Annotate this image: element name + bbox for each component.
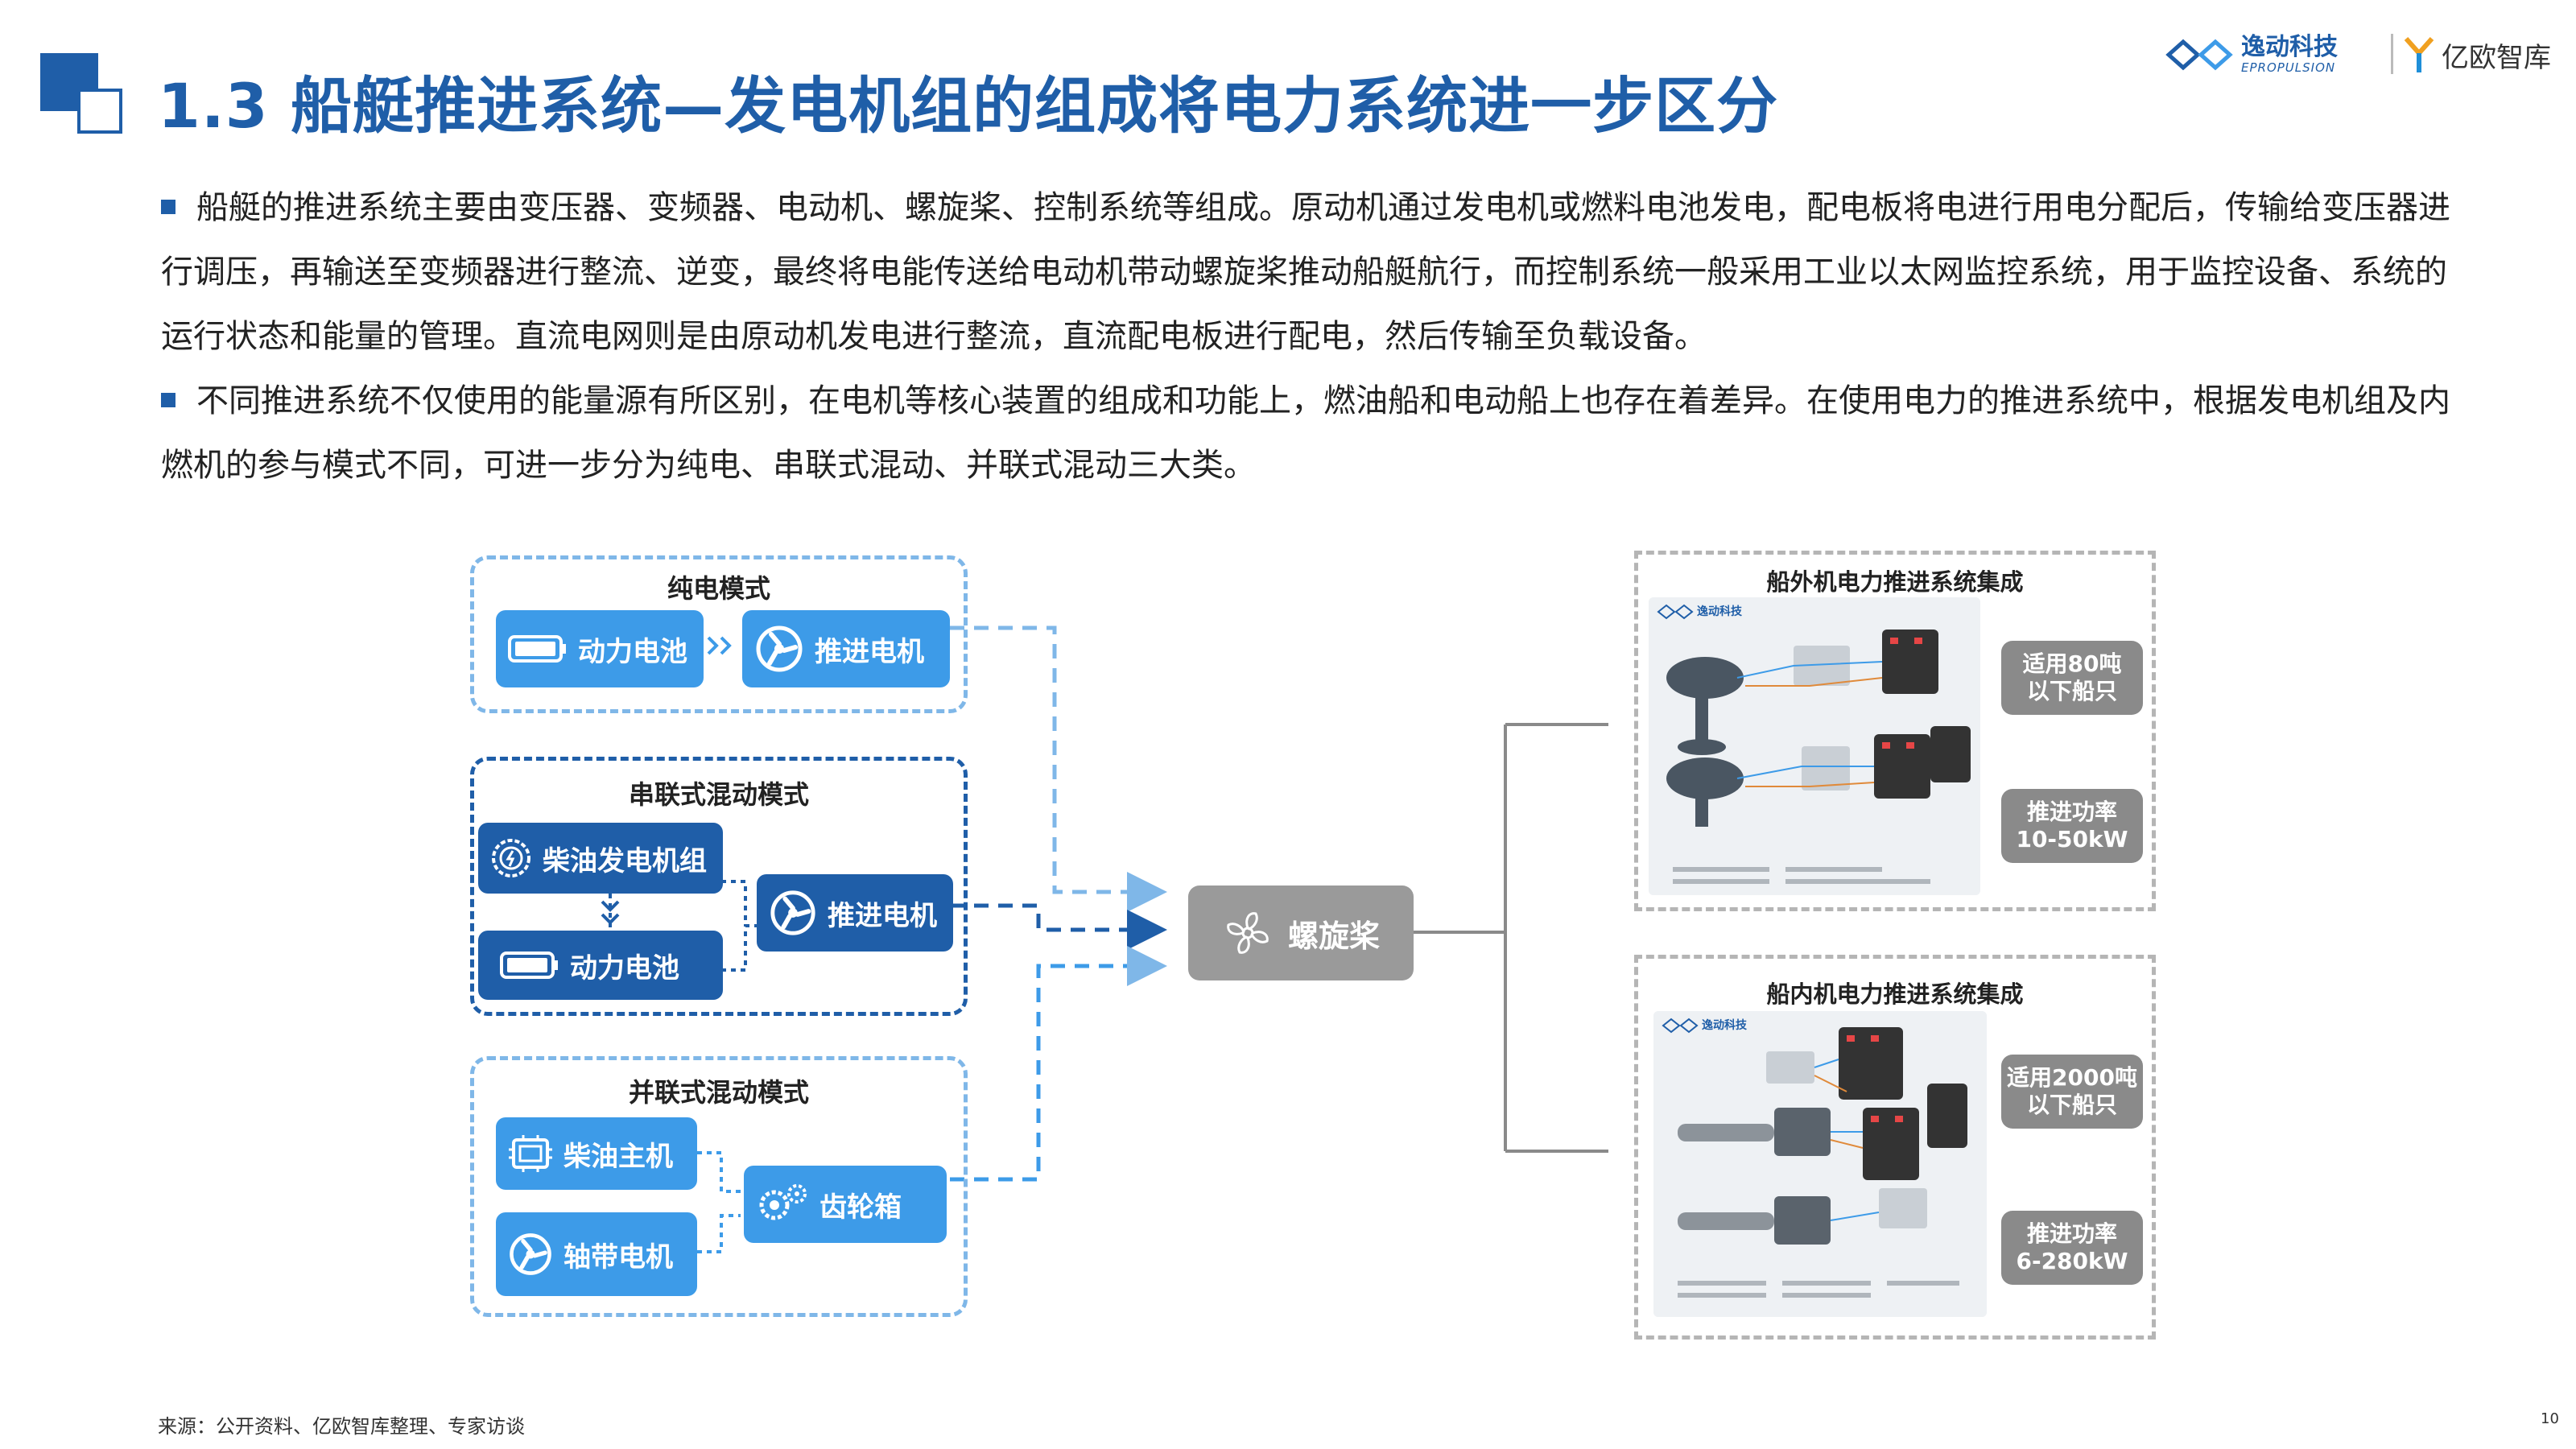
shaft-motor-label: 轴带电机	[564, 1241, 673, 1274]
inboard-power-text: 推进功率 6-280kW	[2016, 1220, 2128, 1274]
inboard-system-title: 船内机电力推进系统集成	[1766, 980, 2024, 1008]
bullet-paragraph-2: 不同推进系统不仅使用的能量源有所区别，在电机等核心装置的组成和功能上，燃油船和电…	[161, 382, 2450, 484]
propeller-box: 螺旋桨	[1188, 886, 1414, 980]
propulsion-motor-box: 推进电机	[742, 610, 950, 687]
inboard-tonnage-badge: 适用2000吨 以下船只	[2001, 1055, 2143, 1129]
series-motor-label: 推进电机	[828, 899, 937, 932]
bullet-marker	[161, 393, 175, 407]
gear-icon	[755, 1181, 810, 1228]
outboard-power-text: 推进功率 10-50kW	[2016, 799, 2128, 852]
generator-icon	[489, 836, 533, 880]
outboard-logo-text: 逸动科技	[1697, 605, 1743, 618]
series-battery-box: 动力电池	[478, 931, 723, 1000]
fan-icon	[1222, 907, 1274, 959]
bullet-marker	[161, 200, 175, 214]
series-battery-label: 动力电池	[570, 952, 679, 985]
yiou-logo-icon	[2404, 37, 2434, 72]
bullet-paragraph-1: 船艇的推进系统主要由变压器、变频器、电动机、螺旋桨、控制系统等组成。原动机通过发…	[161, 189, 2450, 355]
battery-icon	[499, 949, 560, 981]
logo-separator	[2391, 34, 2393, 74]
yiou-logo: 亿欧智库	[2403, 31, 2551, 79]
motor-icon	[753, 623, 805, 675]
series-motor-box: 推进电机	[757, 874, 953, 952]
propeller-label: 螺旋桨	[1287, 918, 1380, 954]
outboard-system-title: 船外机电力推进系统集成	[1766, 568, 2024, 596]
series-hybrid-panel	[470, 757, 968, 1016]
power-battery-box: 动力电池	[496, 610, 704, 687]
outboard-tonnage-text: 适用80吨 以下船只	[2022, 650, 2122, 704]
page-number: 10	[2541, 1410, 2559, 1427]
diesel-engine-box: 柴油主机	[496, 1117, 697, 1190]
parallel-hybrid-title: 并联式混动模式	[628, 1077, 809, 1108]
eprop-logo-cn: 逸动科技	[2241, 33, 2338, 61]
diesel-generator-box: 柴油发电机组	[478, 823, 723, 894]
inboard-system-image: 逸动科技	[1653, 1011, 1987, 1317]
page-title: 1.3 船艇推进系统—发电机组的组成将电力系统进一步区分	[158, 70, 1779, 142]
eprop-logo: 逸动科技 EPROPULSION	[2165, 31, 2338, 79]
title-decoration-outline	[77, 89, 122, 134]
series-hybrid-title: 串联式混动模式	[628, 779, 809, 810]
source-note: 来源：公开资料、亿欧智库整理、专家访谈	[158, 1415, 525, 1438]
motor-icon	[507, 1231, 554, 1278]
yiou-logo-text: 亿欧智库	[2442, 41, 2551, 74]
parallel-hybrid-panel	[470, 1056, 968, 1317]
power-battery-label: 动力电池	[578, 635, 687, 668]
outboard-tonnage-badge: 适用80吨 以下船只	[2001, 641, 2143, 715]
motor-icon	[768, 888, 818, 938]
gearbox-label: 齿轮箱	[819, 1191, 902, 1224]
propulsion-motor-label: 推进电机	[815, 635, 924, 668]
eprop-logo-en: EPROPULSION	[2241, 60, 2336, 75]
inboard-logo-text: 逸动科技	[1702, 1018, 1748, 1032]
engine-icon	[507, 1132, 554, 1175]
inboard-tonnage-text: 适用2000吨 以下船只	[2007, 1064, 2137, 1118]
battery-icon	[507, 633, 568, 665]
outboard-system-image: 逸动科技	[1649, 597, 1980, 895]
gearbox-box: 齿轮箱	[744, 1166, 947, 1243]
pure-electric-panel	[470, 555, 968, 713]
outboard-power-badge: 推进功率 10-50kW	[2001, 789, 2143, 863]
eprop-logo-icon	[2165, 39, 2233, 71]
diesel-engine-label: 柴油主机	[564, 1140, 673, 1173]
pure-electric-title: 纯电模式	[667, 573, 770, 604]
inboard-power-badge: 推进功率 6-280kW	[2001, 1211, 2143, 1285]
diesel-generator-label: 柴油发电机组	[543, 844, 707, 877]
shaft-motor-box: 轴带电机	[496, 1212, 697, 1296]
